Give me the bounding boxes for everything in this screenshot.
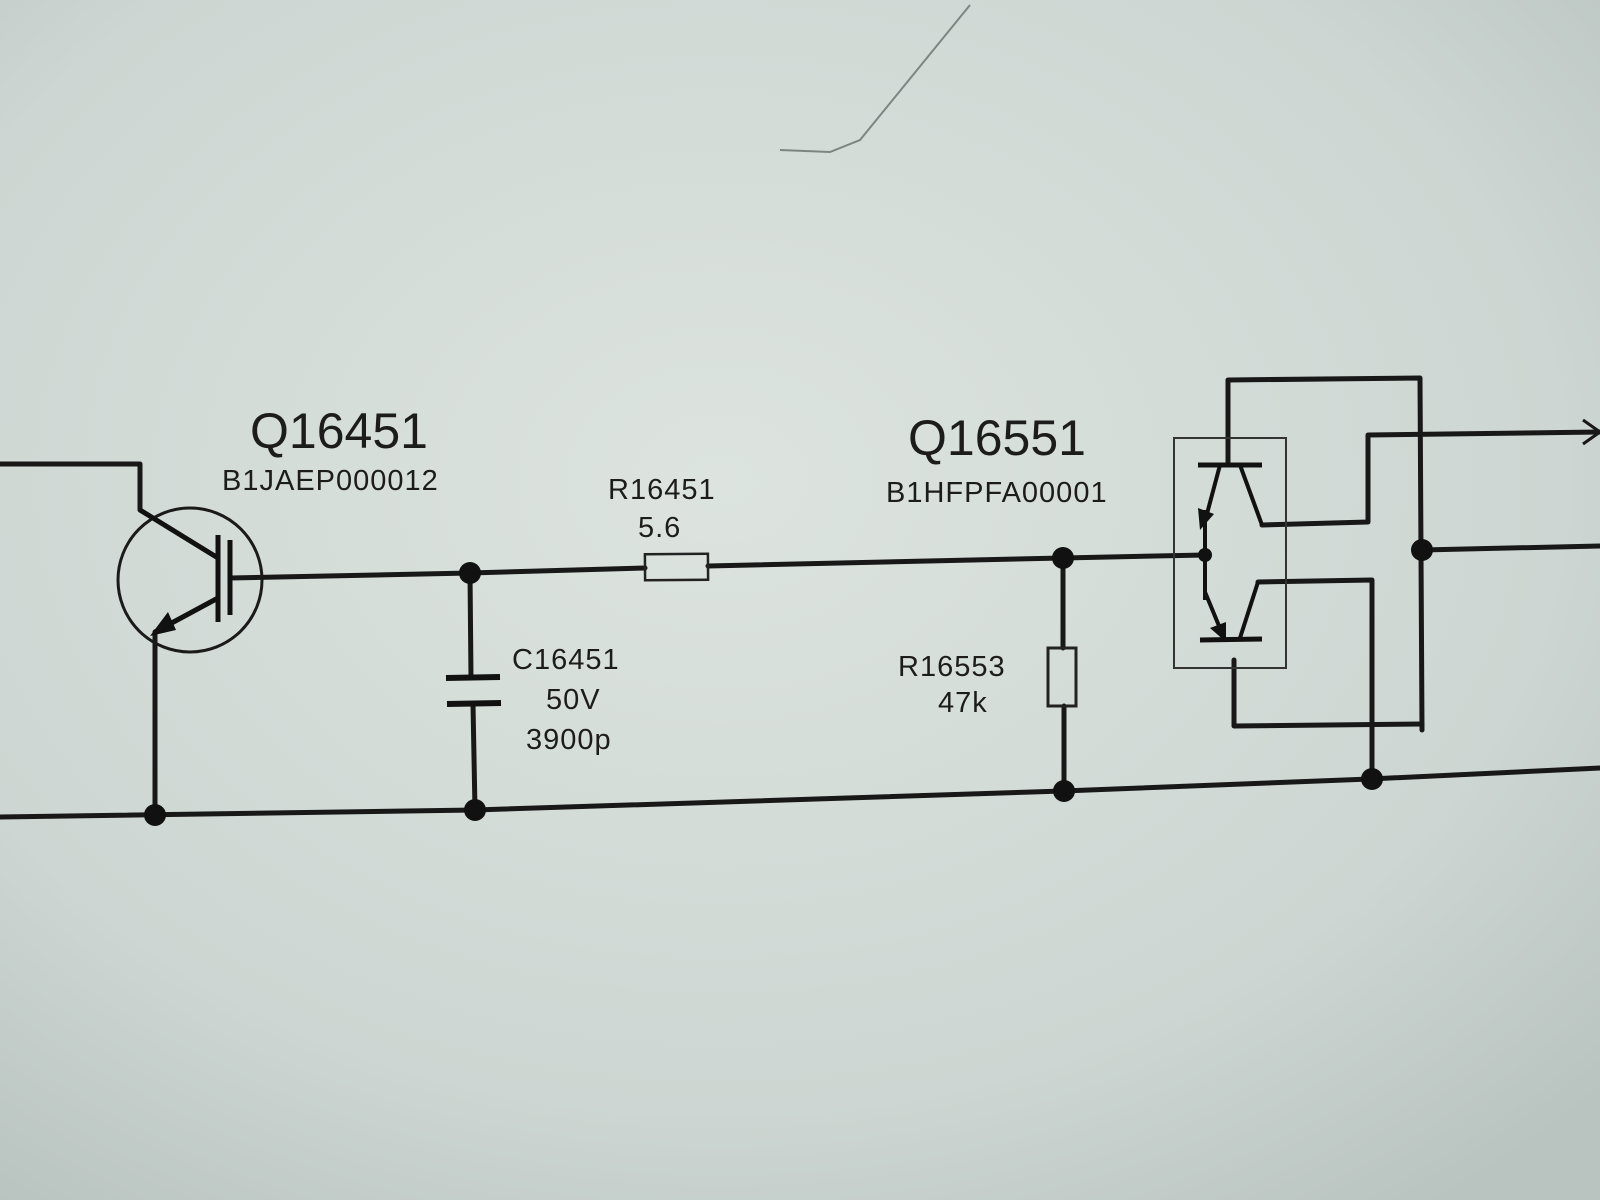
- wire-c16451-bottom: [470, 701, 478, 813]
- wire-upper-collector: [1259, 429, 1600, 528]
- module-q16551-symbol: [1173, 437, 1287, 669]
- transistor-q16451-collector-leg: [138, 507, 220, 561]
- capacitor-c16451-plate-top: [445, 674, 501, 681]
- junction-dot: [1411, 539, 1433, 561]
- igbt-upper-leg-right: [1238, 464, 1264, 526]
- igbt-lower-leg-right: [1238, 581, 1260, 639]
- junction-dot: [464, 799, 486, 821]
- junction-dot: [1198, 548, 1212, 562]
- transistor-q16451-circle: [116, 506, 264, 654]
- wire-input: [0, 461, 143, 513]
- r16553-value-label: 47k: [938, 687, 988, 719]
- wire-output-mid: [1419, 543, 1600, 553]
- c16451-ref-label: C16451: [512, 644, 620, 676]
- igbt-lower-arrow-icon: [1210, 622, 1226, 642]
- r16451-value-label: 5.6: [638, 512, 681, 544]
- wire-module-bottom-loop: [1231, 657, 1425, 729]
- wire-lower-emitter: [1255, 577, 1375, 782]
- c16451-voltage-label: 50V: [546, 684, 601, 716]
- r16553-ref-label: R16553: [898, 651, 1006, 683]
- r16451-ref-label: R16451: [608, 474, 716, 506]
- q16551-ref-label: Q16551: [908, 410, 1086, 466]
- transistor-q16451-symbol: [116, 506, 264, 654]
- wire-c16451-top: [467, 570, 474, 681]
- resistor-r16553-symbol: [1046, 646, 1078, 708]
- q16451-ref-label: Q16451: [250, 403, 428, 459]
- q16451-part-label: B1JAEP000012: [222, 465, 439, 497]
- output-arrow-icon: [1582, 418, 1600, 446]
- junction-dot: [144, 804, 166, 826]
- module-q16551-frame: [1173, 437, 1287, 669]
- junction-dot: [459, 562, 481, 584]
- junction-dot: [1052, 547, 1074, 569]
- igbt-lower-bar: [1199, 636, 1263, 643]
- junction-dot: [1053, 780, 1075, 802]
- capacitor-c16451-plate-bottom: [446, 700, 502, 707]
- junction-dot: [1361, 768, 1383, 790]
- screen-glare-line: [779, 4, 971, 154]
- q16551-part-label: B1HFPFA00001: [886, 477, 1108, 509]
- c16451-value-label: 3900p: [526, 724, 612, 756]
- capacitor-c16451-symbol: [445, 674, 502, 707]
- resistor-r16451-symbol: [643, 552, 710, 582]
- transistor-q16451-arrow-icon: [150, 612, 176, 636]
- junctions: [144, 539, 1433, 826]
